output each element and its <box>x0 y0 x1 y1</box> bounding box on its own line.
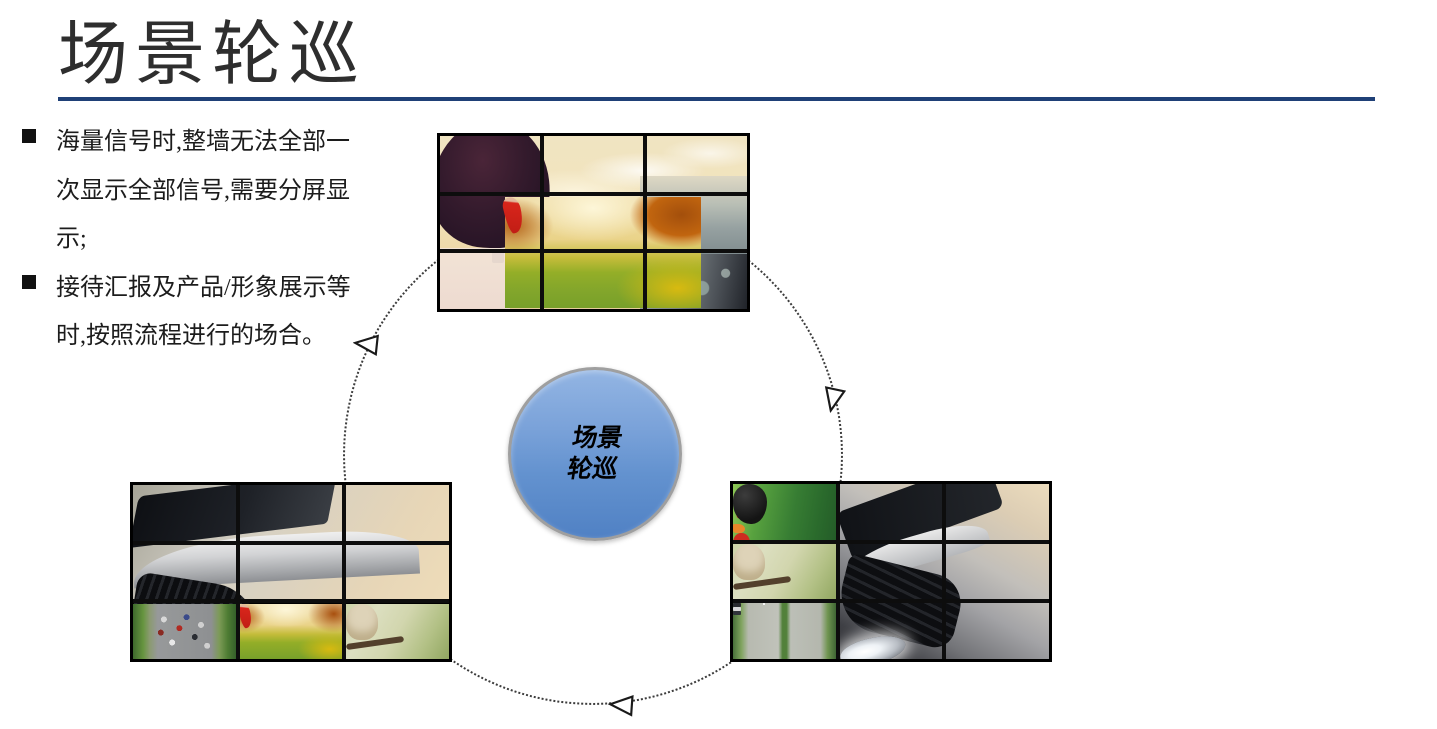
bezel-line <box>941 484 946 659</box>
center-circle-label: 场景 轮巡 <box>565 423 625 485</box>
video-wall-bottom-left-content <box>133 485 449 659</box>
arrowhead-triangle <box>824 386 847 414</box>
bezel-line <box>440 249 747 254</box>
guitarist-clip <box>733 544 836 599</box>
highway-aerial-clip <box>733 603 836 659</box>
video-wall-bottom-right-content <box>733 484 1049 659</box>
bezel-line <box>733 540 1049 545</box>
arrowhead-triangle <box>352 334 379 357</box>
bezel-line <box>733 598 1049 603</box>
highway-traffic-clip <box>133 604 236 659</box>
video-wall-bottom-right <box>730 481 1052 662</box>
cycle-arrow-bottom <box>607 695 634 717</box>
bezel-line <box>133 598 449 603</box>
dancer-clip <box>237 603 342 659</box>
bezel-line <box>642 136 647 309</box>
bullet-square-icon <box>22 274 36 289</box>
video-wall-bottom-left <box>130 482 452 662</box>
haze-area <box>440 248 510 309</box>
cycle-arrow-upper-left <box>352 334 379 357</box>
bullet-text-2: 接待汇报及产品/形象展示等时,按照流程进行的场合。 <box>56 274 351 350</box>
page-title: 场景轮巡 <box>58 16 366 94</box>
cartoon-birds-clip <box>733 484 836 567</box>
bezel-line <box>440 191 747 196</box>
bezel-line <box>341 485 346 659</box>
car-dot <box>733 607 741 611</box>
bird-beak <box>733 524 745 533</box>
bezel-line <box>836 484 841 659</box>
center-circle-line1: 场景 <box>570 424 625 452</box>
guitarist-figure <box>346 604 378 640</box>
guitarist-clip <box>345 604 449 659</box>
bezel-line <box>133 540 449 545</box>
red-dress-dancer <box>500 195 527 235</box>
bezel-line <box>236 485 241 659</box>
cycle-arrow-right <box>824 386 847 414</box>
bullet-square-icon <box>22 129 36 143</box>
car-dot <box>733 603 741 607</box>
center-circle-line2: 轮巡 <box>565 455 620 483</box>
video-wall-top <box>437 133 750 312</box>
arrowhead-triangle <box>607 695 634 717</box>
car-dot <box>733 611 741 615</box>
video-wall-top-content <box>440 136 747 309</box>
bullet-item-2: 接待汇报及产品/形象展示等时,按照流程进行的场合。 <box>22 264 354 361</box>
guitarist-figure <box>733 544 765 580</box>
bullet-list: 海量信号时,整墙无法全部一次显示全部信号,需要分屏显示; 接待汇报及产品/形象展… <box>22 118 354 361</box>
title-underline <box>58 97 1375 101</box>
bullet-item-1: 海量信号时,整墙无法全部一次显示全部信号,需要分屏显示; <box>22 118 354 264</box>
center-circle: 场景 轮巡 <box>508 367 682 541</box>
black-bird-character <box>733 484 767 524</box>
bezel-line <box>540 136 545 309</box>
bullet-text-1: 海量信号时,整墙无法全部一次显示全部信号,需要分屏显示; <box>56 129 350 252</box>
